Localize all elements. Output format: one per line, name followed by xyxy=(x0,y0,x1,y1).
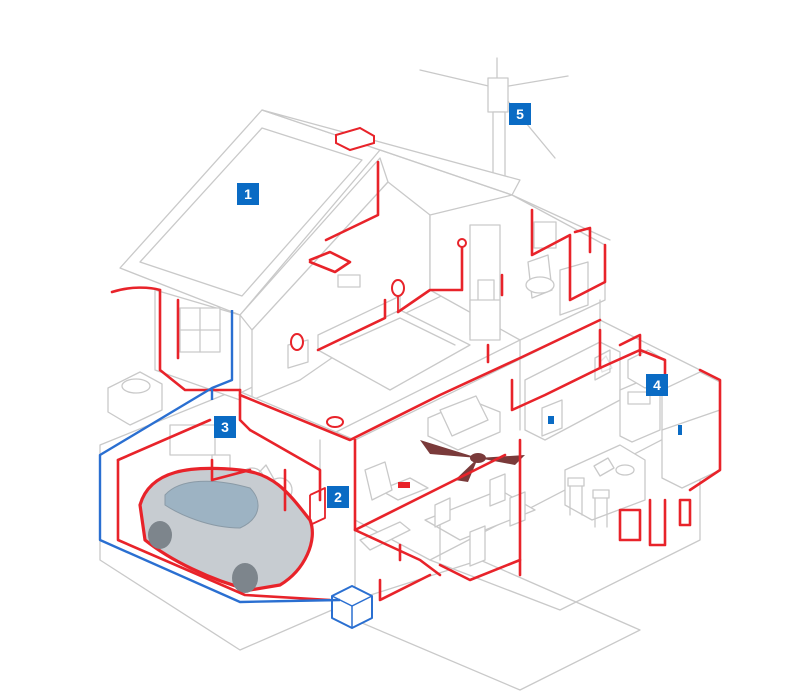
badge-kitchen-appliances[interactable]: 4 xyxy=(646,374,668,396)
badge-electrical-panel[interactable]: 3 xyxy=(214,416,236,438)
kitchen xyxy=(524,341,721,528)
badge-solar-roof[interactable]: 1 xyxy=(237,183,259,205)
battery-unit xyxy=(331,585,373,629)
electrical-wiring xyxy=(110,126,722,602)
badge-battery-storage[interactable]: 2 xyxy=(327,486,349,508)
utility-service-line xyxy=(98,310,341,604)
electric-car xyxy=(138,466,314,593)
living-dining xyxy=(359,395,536,567)
bathroom xyxy=(469,221,589,341)
badge-wind-turbine[interactable]: 5 xyxy=(509,103,531,125)
